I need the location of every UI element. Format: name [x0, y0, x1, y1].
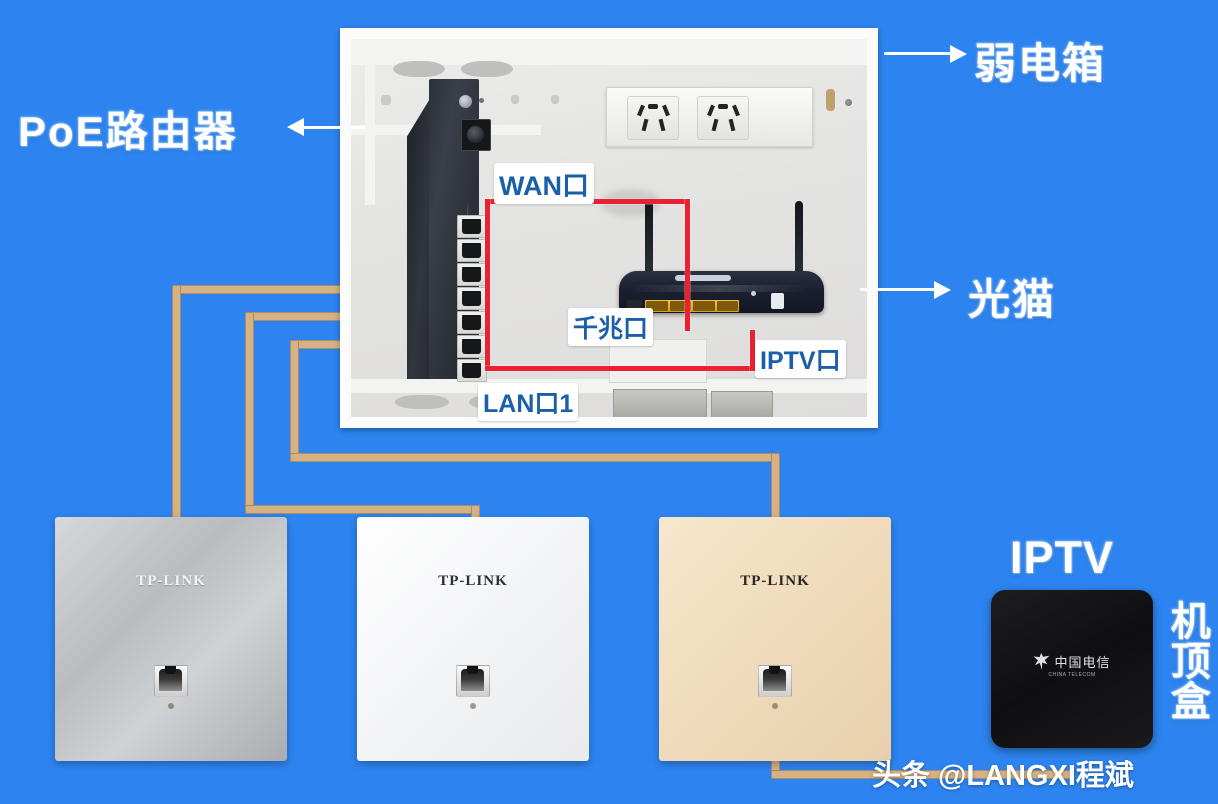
cabinet-interior [351, 39, 867, 417]
cable-2-horizontal-lower [245, 505, 480, 514]
china-telecom-brand-text: 中国电信 [1054, 655, 1111, 670]
cabinet-dimple-3 [551, 95, 559, 104]
watermark: 头条 @LANGXI程斌 [872, 760, 1134, 792]
cable-2-vertical-upper [245, 312, 254, 514]
poe-router-front-face [429, 79, 491, 382]
cabinet-dimple-1 [381, 95, 391, 105]
poe-port-lan-5[interactable] [457, 311, 487, 334]
ap-brand-logo-silver: TP-LINK [136, 573, 206, 589]
label-poe-router: PoE路由器 [18, 108, 238, 155]
cabinet-floor-clutter-1 [613, 389, 707, 417]
modem-lan-port-4[interactable] [716, 301, 738, 311]
modem-lan-port-2[interactable] [669, 301, 691, 311]
redline-wan-vertical [685, 199, 690, 331]
cabinet-knockout-2 [461, 61, 513, 77]
cable-iptv-vertical [771, 748, 780, 778]
china-telecom-mark-icon [1033, 653, 1050, 670]
ap-rj45-jack-white[interactable] [456, 665, 490, 697]
redline-iptv-vertical [750, 330, 755, 371]
arrow-head-poe-router [287, 118, 304, 136]
cabinet-screw-2 [845, 99, 852, 106]
label-optical-modem: 光猫 [968, 276, 1057, 323]
modem-sheen [629, 285, 809, 292]
poe-port-wan[interactable] [457, 215, 487, 238]
cable-1-vertical [172, 285, 181, 530]
ap-rj45-jack-gold[interactable] [758, 665, 792, 697]
cabinet-left-rail [365, 65, 375, 205]
label-lan-port-1: LAN口1 [478, 383, 579, 421]
label-weak-current-box: 弱电箱 [974, 40, 1107, 87]
modem-lan-port-3[interactable] [693, 301, 715, 311]
power-socket-1[interactable] [627, 96, 679, 140]
modem-antenna-left [645, 199, 653, 277]
arrow-head-optical-modem [934, 281, 951, 299]
poe-power-jack [461, 119, 491, 151]
poe-port-lan-4[interactable] [457, 287, 487, 310]
china-telecom-brand-sub: CHINA TELECOM [1048, 672, 1096, 678]
ap-screw-dot-silver [168, 703, 174, 709]
poe-port-lan-3[interactable] [457, 263, 487, 286]
poe-status-led [479, 98, 484, 103]
ap-screw-dot-white [470, 703, 476, 709]
poe-router-side-panel [407, 97, 431, 379]
label-wan-port: WAN口 [494, 163, 594, 204]
iptv-set-top-box[interactable]: 中国电信 CHINA TELECOM [991, 590, 1153, 748]
ap-brand-logo-gold: TP-LINK [740, 573, 810, 589]
modem-reset-button[interactable] [771, 293, 784, 309]
label-set-top-box: 机顶盒 [1164, 600, 1209, 720]
poe-port-lan-7[interactable] [457, 359, 487, 382]
cable-iptv-horizontal [771, 770, 1071, 779]
ap-brand-logo-white: TP-LINK [438, 573, 508, 589]
cable-3-horizontal-lower [290, 453, 780, 462]
power-socket-2[interactable] [697, 96, 749, 140]
cabinet-top-shelf [351, 39, 867, 65]
ap-panel-white[interactable]: TP-LINK [357, 517, 589, 761]
ap-rj45-jack-silver[interactable] [154, 665, 188, 697]
poe-port-lan-6[interactable] [457, 335, 487, 358]
poe-power-led [459, 95, 472, 108]
label-iptv: IPTV [1010, 532, 1115, 583]
arrow-head-weak-current-box [950, 45, 967, 63]
modem-lan-port-bank[interactable] [645, 300, 739, 312]
poe-port-lan-2[interactable] [457, 239, 487, 262]
optical-modem-device [619, 199, 824, 313]
redline-lan-horizontal [485, 366, 755, 371]
label-gigabit-port: 千兆口 [568, 308, 654, 346]
arrow-line-poe-router [303, 126, 365, 129]
cabinet-knockout-1 [393, 61, 445, 77]
poe-router-device [407, 79, 491, 382]
power-outlet-block [606, 87, 813, 147]
cabinet-floor-knock-1 [395, 395, 449, 409]
label-iptv-port: IPTV口 [755, 340, 846, 378]
redline-lan-vertical [485, 199, 490, 371]
cable-3-vertical-lower [771, 453, 780, 533]
cabinet-dimple-2 [511, 95, 519, 104]
ap-panel-gold[interactable]: TP-LINK [659, 517, 891, 761]
cabinet-floor-clutter-3 [609, 339, 707, 383]
modem-antenna-right [795, 201, 803, 279]
arrow-line-optical-modem [860, 288, 940, 291]
modem-body [619, 271, 824, 313]
cable-1-horizontal [172, 285, 452, 294]
ap-panel-silver[interactable]: TP-LINK [55, 517, 287, 761]
arrow-line-weak-current-box [884, 52, 956, 55]
cabinet-floor-clutter-2 [711, 391, 773, 417]
cabinet-cablehook [826, 89, 835, 111]
cable-3-vertical-upper [290, 340, 299, 462]
china-telecom-logo: 中国电信 [991, 652, 1153, 671]
modem-top-strip [675, 275, 731, 281]
ap-screw-dot-gold [772, 703, 778, 709]
modem-indicator-dot [751, 291, 756, 296]
modem-lan-port-1[interactable] [646, 301, 668, 311]
